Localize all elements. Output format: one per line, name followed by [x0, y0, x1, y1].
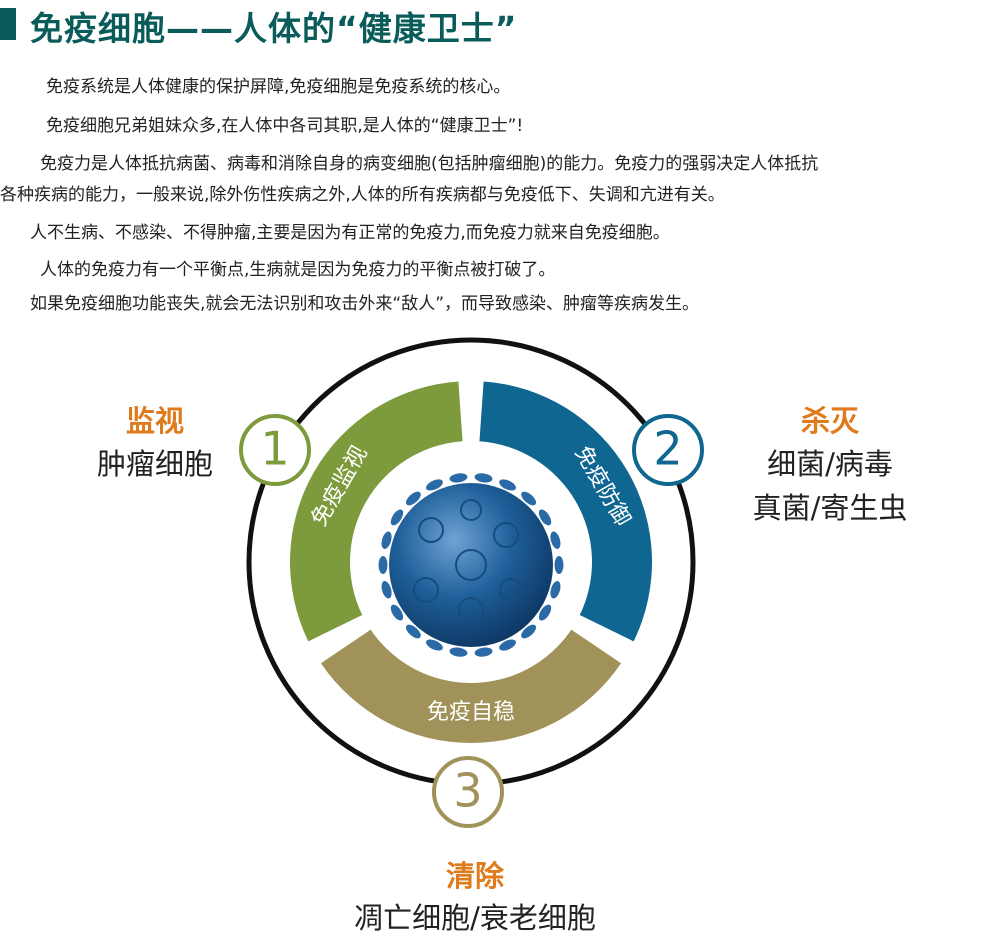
virus-spike — [521, 624, 537, 639]
virus-spike — [538, 509, 552, 526]
number-badge-text: 2 — [653, 422, 682, 476]
virus-crater — [455, 549, 487, 581]
annotation-heading-kill: 杀灭 — [800, 404, 859, 438]
virus-crater — [458, 597, 484, 623]
segment-label-homeostasis: 免疫自稳 — [427, 700, 515, 725]
virus-spike — [390, 604, 404, 621]
virus-crater — [413, 577, 439, 603]
virus-spike — [550, 531, 561, 549]
title-accent-bar — [0, 8, 16, 40]
virus-spike — [474, 473, 493, 483]
paragraph: 人体的免疫力有一个平衡点,生病就是因为免疫力的平衡点被打破了。 — [40, 260, 556, 280]
virus-image — [378, 473, 564, 657]
virus-spike — [426, 639, 443, 651]
virus-spike — [381, 531, 392, 549]
virus-spike — [538, 604, 552, 621]
virus-spike — [550, 581, 561, 599]
virus-crater — [418, 517, 444, 543]
virus-spike — [554, 556, 564, 574]
virus-spike — [449, 647, 468, 657]
virus-spike — [426, 479, 443, 491]
virus-spike — [521, 491, 537, 506]
annotation-text: 真菌/寄生虫 — [752, 491, 908, 525]
virus-crater — [493, 522, 519, 548]
paragraph: 免疫系统是人体健康的保护屏障,免疫细胞是免疫系统的核心。 — [46, 77, 511, 97]
annotation-heading-clear: 清除 — [445, 859, 504, 893]
virus-spike — [405, 624, 421, 639]
number-badge-3 — [432, 756, 504, 828]
virus-spike — [405, 491, 421, 506]
segment-surveillance — [290, 381, 463, 642]
annotation-text: 肿瘤细胞 — [96, 447, 213, 481]
number-badge-text: 3 — [453, 764, 482, 818]
virus-spike — [449, 473, 468, 483]
annotation-text: 细菌/病毒 — [767, 447, 893, 481]
paragraph: 人不生病、不感染、不得肿瘤,主要是因为有正常的免疫力,而免疫力就来自免疫细胞。 — [30, 223, 670, 243]
virus-spike — [499, 639, 516, 651]
number-badge-1 — [239, 414, 311, 486]
virus-spike — [499, 479, 516, 491]
number-badge-text: 1 — [260, 422, 289, 476]
annotation-text: 凋亡细胞/衰老细胞 — [354, 901, 596, 935]
virus-spike — [390, 509, 404, 526]
segment-homeostasis — [320, 629, 622, 743]
virus-crater — [460, 499, 482, 521]
virus-spike — [381, 581, 392, 599]
virus-spike — [378, 556, 388, 574]
number-badge-2 — [632, 414, 704, 486]
page-title: 免疫细胞——人体的“健康卫士” — [30, 9, 518, 48]
paragraph: 如果免疫细胞功能丧失,就会无法识别和攻击外来“敌人”，而导致感染、肿瘤等疾病发生… — [30, 294, 700, 314]
virus-spike — [474, 647, 493, 657]
paragraph: 免疫力是人体抵抗病菌、病毒和消除自身的病变细胞(包括肿瘤细胞)的能力。免疫力的强… — [40, 154, 819, 174]
segment-defense — [479, 381, 652, 642]
annotation-heading-surveillance: 监视 — [125, 404, 184, 438]
paragraph: 免疫细胞兄弟姐妹众多,在人体中各司其职,是人体的“健康卫士”! — [46, 116, 524, 136]
paragraph: 各种疾病的能力，一般来说,除外伤性疾病之外,人体的所有疾病都与免疫低下、失调和亢… — [0, 185, 725, 205]
virus-crater — [499, 578, 523, 602]
